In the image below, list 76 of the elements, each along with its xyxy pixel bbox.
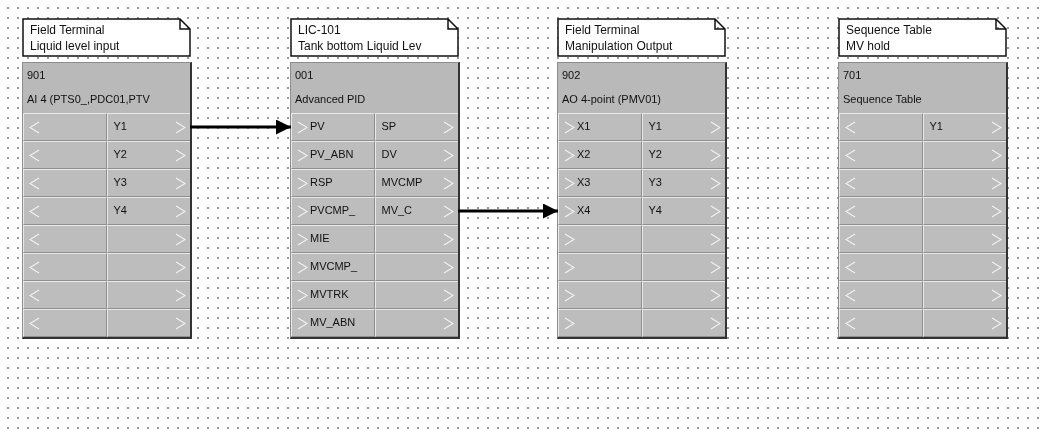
pin-label: X3 <box>577 176 591 188</box>
pin-cell <box>641 169 725 197</box>
block-number: 902 <box>562 69 581 81</box>
pin-label: Y2 <box>113 148 127 160</box>
pin-label: Y1 <box>929 120 943 132</box>
pin-label: Y3 <box>113 176 127 188</box>
function-block <box>838 62 1008 339</box>
pin-cell <box>641 197 725 225</box>
pin-label: DV <box>381 148 397 160</box>
block-type: Sequence Table <box>843 93 922 105</box>
pin-label: MIE <box>310 232 330 244</box>
function-block <box>22 62 192 339</box>
pin-label: MV_ABN <box>310 316 356 328</box>
pin-cell <box>291 253 375 281</box>
block-type: Advanced PID <box>295 93 366 105</box>
pin-cell <box>291 309 375 337</box>
comment-note <box>290 18 460 58</box>
function-block <box>557 62 727 339</box>
pin-cell <box>641 113 725 141</box>
block-type: AO 4-point (PMV01) <box>562 93 662 105</box>
pin-cell <box>558 169 642 197</box>
pin-cell <box>106 197 190 225</box>
pin-cell <box>374 169 458 197</box>
pin-cell <box>374 113 458 141</box>
note-text: Manipulation Output <box>565 39 673 53</box>
note-text: Liquid level input <box>30 39 120 53</box>
pin-label: X1 <box>577 120 591 132</box>
pin-cell <box>558 113 642 141</box>
pin-cell <box>291 141 375 169</box>
pin-label: Y3 <box>648 176 662 188</box>
pin-label: MVCMP_ <box>310 260 358 272</box>
block-number: 901 <box>27 69 46 81</box>
note-title: LIC-101 <box>298 23 341 37</box>
note-title: Field Terminal <box>565 23 640 37</box>
pin-label: RSP <box>310 176 333 188</box>
pin-cell <box>291 281 375 309</box>
pin-label: X4 <box>577 204 591 216</box>
connector-line <box>458 203 558 219</box>
pin-label: Y4 <box>648 204 662 216</box>
pin-cell <box>106 169 190 197</box>
pin-label: SP <box>381 120 397 132</box>
comment-note <box>838 18 1008 58</box>
pin-cell <box>291 225 375 253</box>
note-title: Sequence Table <box>846 23 932 37</box>
pin-cell <box>922 113 1006 141</box>
note-text: MV hold <box>846 39 891 53</box>
pin-label: Y2 <box>648 148 662 160</box>
block-number: 001 <box>295 69 314 81</box>
pin-cell <box>558 141 642 169</box>
pin-label: PV <box>310 120 325 132</box>
pin-cell <box>291 197 375 225</box>
pin-label: X2 <box>577 148 591 160</box>
pin-cell <box>291 169 375 197</box>
block-type: AI 4 (PTS0_,PDC01,PTV <box>27 93 150 105</box>
pin-label: Y1 <box>113 120 127 132</box>
pin-label: MV_C <box>381 204 413 216</box>
pin-label: MVCMP <box>381 176 423 188</box>
pin-label: PVCMP_ <box>310 204 356 216</box>
function-block <box>290 62 460 339</box>
pin-cell <box>558 197 642 225</box>
pin-cell <box>374 197 458 225</box>
pin-cell <box>374 141 458 169</box>
pin-label: Y4 <box>113 204 127 216</box>
pin-cell <box>106 113 190 141</box>
pin-cell <box>106 141 190 169</box>
pin-label: Y1 <box>648 120 662 132</box>
comment-note <box>22 18 192 58</box>
comment-note <box>557 18 727 58</box>
pin-cell <box>641 141 725 169</box>
pin-label: MVTRK <box>310 288 349 300</box>
connector-line <box>190 119 291 135</box>
block-number: 701 <box>843 69 862 81</box>
note-title: Field Terminal <box>30 23 105 37</box>
pin-cell <box>291 113 375 141</box>
note-text: Tank bottom Liquid Lev <box>298 39 422 53</box>
pin-label: PV_ABN <box>310 148 354 160</box>
